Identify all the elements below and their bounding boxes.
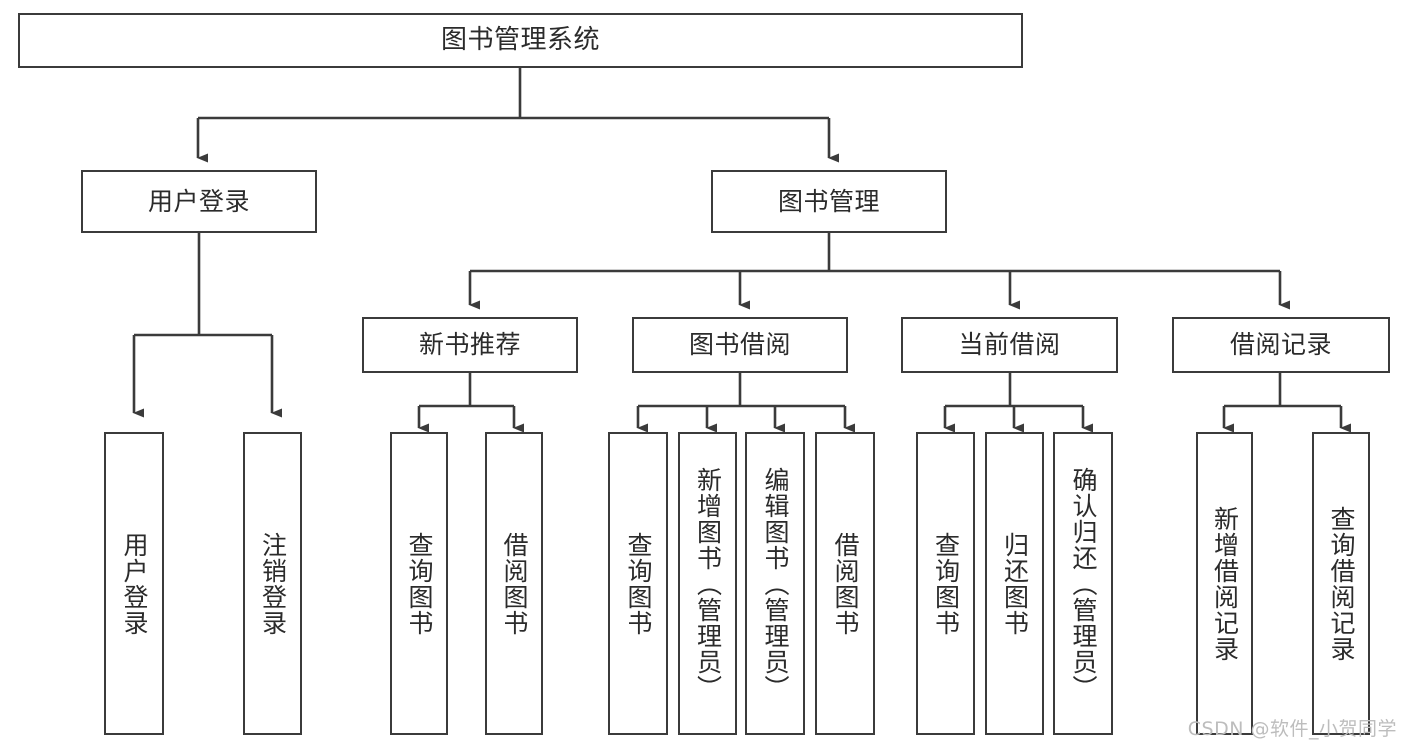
node-label: 借阅记录 [1229, 330, 1332, 360]
node-label: 新书推荐 [418, 330, 521, 360]
node-label: 用户登录 [120, 531, 149, 636]
leaf-query-book-recommend[interactable]: 查询图书 [390, 432, 448, 735]
node-label: 查询图书 [931, 531, 961, 636]
node-label: 编辑图书（管理员） [761, 466, 790, 701]
node-label: 图书管理系统 [440, 25, 600, 56]
node-label: 借阅图书 [500, 531, 529, 636]
node-label: 确认归还（管理员） [1069, 466, 1098, 701]
leaf-query-book-borrow[interactable]: 查询图书 [608, 432, 668, 735]
leaf-query-book-current[interactable]: 查询图书 [916, 432, 975, 735]
node-label: 当前借阅 [958, 330, 1061, 360]
node-label: 用户登录 [147, 186, 250, 216]
node-label: 注销登录 [258, 531, 288, 636]
node-current-borrow[interactable]: 当前借阅 [901, 317, 1118, 373]
node-label: 图书管理 [777, 186, 880, 216]
leaf-add-book-admin[interactable]: 新增图书（管理员） [678, 432, 737, 735]
node-new-book-recommend[interactable]: 新书推荐 [362, 317, 578, 373]
node-label: 新增图书（管理员） [693, 466, 723, 701]
leaf-edit-book-admin[interactable]: 编辑图书（管理员） [745, 432, 805, 735]
node-label: 借阅图书 [831, 531, 860, 636]
node-user-login[interactable]: 用户登录 [81, 170, 317, 233]
node-book-borrow[interactable]: 图书借阅 [632, 317, 848, 373]
leaf-logout[interactable]: 注销登录 [243, 432, 302, 735]
leaf-user-login[interactable]: 用户登录 [104, 432, 164, 735]
node-root-book-management-system[interactable]: 图书管理系统 [18, 13, 1023, 68]
node-label: 新增借阅记录 [1210, 505, 1240, 662]
node-label: 图书借阅 [688, 330, 791, 360]
node-label: 归还图书 [1000, 531, 1030, 636]
leaf-add-borrow-record[interactable]: 新增借阅记录 [1196, 432, 1253, 735]
node-book-management[interactable]: 图书管理 [711, 170, 947, 233]
leaf-borrow-book-recommend[interactable]: 借阅图书 [485, 432, 543, 735]
leaf-borrow-book[interactable]: 借阅图书 [815, 432, 875, 735]
leaf-confirm-return-admin[interactable]: 确认归还（管理员） [1053, 432, 1113, 735]
node-label: 查询图书 [405, 531, 434, 636]
leaf-query-borrow-record[interactable]: 查询借阅记录 [1312, 432, 1370, 735]
node-label: 查询借阅记录 [1327, 505, 1356, 662]
leaf-return-book[interactable]: 归还图书 [985, 432, 1044, 735]
node-borrow-record[interactable]: 借阅记录 [1172, 317, 1390, 373]
node-label: 查询图书 [624, 531, 653, 636]
